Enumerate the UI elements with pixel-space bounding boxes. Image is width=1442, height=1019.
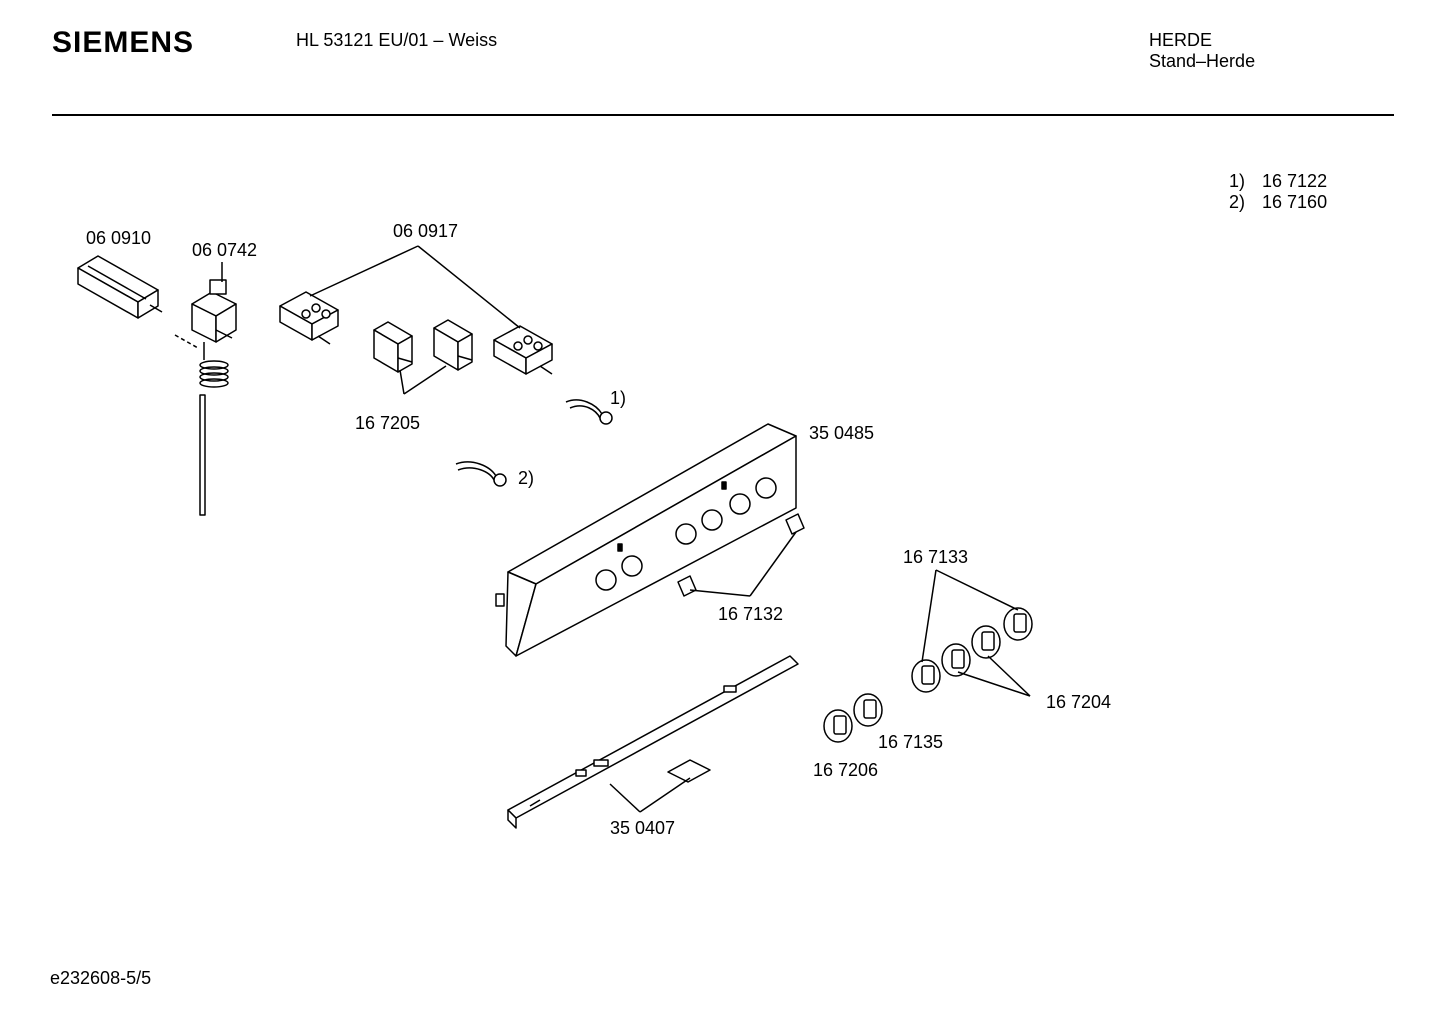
label-060742: 06 0742 <box>192 240 257 260</box>
footnote-1-part: 16 7122 <box>1262 171 1328 191</box>
document-id: e232608-5/5 <box>50 968 152 988</box>
footnote-2: 2) 16 7160 <box>1229 192 1327 213</box>
terminal-strip-part <box>77 255 163 319</box>
panel-clip-left-part <box>677 575 697 597</box>
leader-167133-right <box>935 569 1019 611</box>
label-060910: 06 0910 <box>86 228 151 248</box>
label-mark-1: 1) <box>610 388 626 408</box>
rotary-switch-left-part <box>279 291 339 345</box>
control-knob-6-part <box>853 693 883 727</box>
brand-logo: SIEMENS <box>52 26 195 59</box>
model-title: HL 53121 EU/01 – Weiss <box>296 30 498 50</box>
footnote-1-mark: 1) <box>1229 171 1246 191</box>
footnote-1: 1) 16 7122 <box>1229 171 1327 192</box>
category-line-2: Stand–Herde <box>1149 51 1256 71</box>
control-knob-1-part <box>911 659 941 693</box>
label-350407: 35 0407 <box>610 818 675 838</box>
footnote-2-part: 16 7160 <box>1262 192 1328 212</box>
leader-167205-right <box>403 365 447 395</box>
leader-167204-right <box>987 655 1031 697</box>
label-mark-2: 2) <box>518 468 534 488</box>
label-167133: 16 7133 <box>903 547 968 567</box>
leader-167132-left <box>689 589 751 597</box>
label-060917: 06 0917 <box>393 221 458 241</box>
footnote-2-mark: 2) <box>1229 192 1246 212</box>
energy-regulator-right-part <box>433 319 473 371</box>
label-167206: 16 7206 <box>813 760 878 780</box>
header-divider <box>52 114 1394 116</box>
label-167132: 16 7132 <box>718 604 783 624</box>
energy-regulator-left-part <box>373 321 413 373</box>
footnote-list: 1) 16 7122 2) 16 7160 <box>1229 171 1327 213</box>
leader-060917-right <box>417 245 521 329</box>
category-line-1: HERDE <box>1149 30 1213 50</box>
control-panel-part <box>495 423 797 657</box>
leader-167132-right <box>749 531 797 597</box>
leader-350407-left <box>609 783 641 813</box>
leader-lines <box>221 245 1031 813</box>
thermostat-part <box>191 279 237 516</box>
label-167135: 16 7135 <box>878 732 943 752</box>
control-knob-3-part <box>971 625 1001 659</box>
label-350485: 35 0485 <box>809 423 874 443</box>
thermostat-leader-dash <box>174 334 199 349</box>
label-167205: 16 7205 <box>355 413 420 433</box>
leader-060917-left <box>309 245 419 297</box>
indicator-lamp-1-part <box>565 399 613 425</box>
leader-167204-left <box>957 671 1031 697</box>
leader-167205-left <box>399 369 405 395</box>
indicator-lamp-2-part <box>455 461 507 487</box>
leader-350407-right <box>639 777 691 813</box>
panel-clip-right-part <box>785 513 805 535</box>
control-knob-4-part <box>1003 607 1033 641</box>
rotary-switch-right-part <box>493 325 553 375</box>
label-167204: 16 7204 <box>1046 692 1111 712</box>
category-label: HERDE Stand–Herde <box>1149 30 1255 72</box>
control-knob-2-part <box>941 643 971 677</box>
mounting-rail-part <box>507 655 799 829</box>
leader-167133-left <box>921 569 937 663</box>
control-knob-5-part <box>823 709 853 743</box>
